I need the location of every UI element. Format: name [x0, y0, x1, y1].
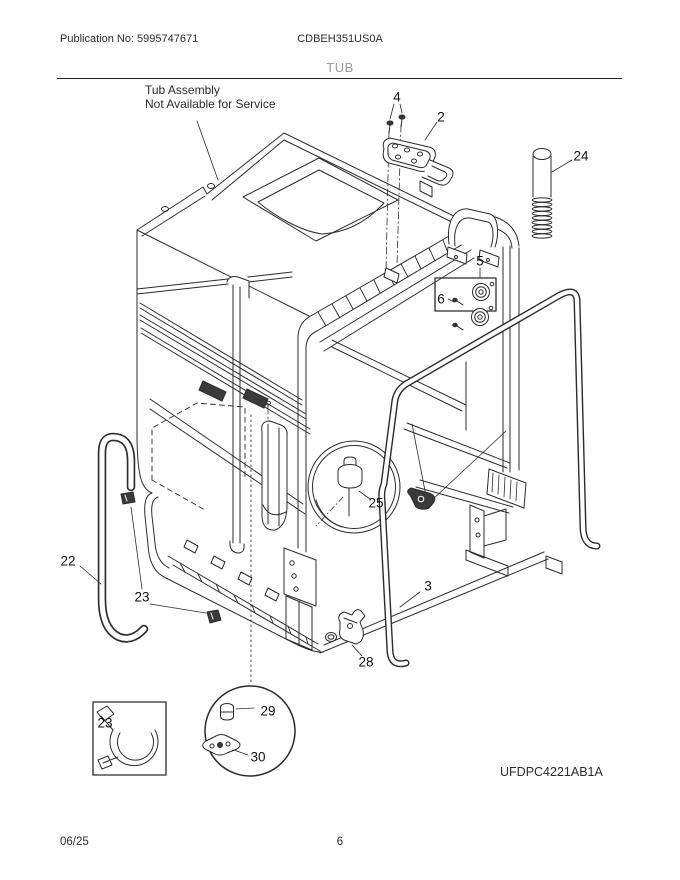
roller-wheel-upper [472, 281, 495, 301]
hose-clamp-lower [149, 603, 222, 624]
callout-22: 22 [60, 553, 76, 569]
tub-roof [136, 132, 467, 317]
model-number: CDBEH351US0A [297, 33, 383, 45]
front-strap [226, 276, 250, 554]
threaded-fill-tube [531, 148, 573, 239]
callout-5: 5 [476, 253, 484, 269]
cap-item-29 [220, 703, 255, 721]
screw-construction-lines [385, 124, 402, 271]
dashed-cutout-outline [151, 402, 246, 511]
roller-detail-box [434, 267, 497, 331]
bracket-item-30 [202, 734, 249, 756]
clamp-detail-box [92, 701, 167, 776]
detail-circle [202, 685, 296, 777]
section-title: TUB [326, 60, 354, 75]
callout-25: 25 [368, 495, 384, 511]
tub-left-panel [136, 229, 311, 515]
hose-clamp-upper [120, 491, 143, 590]
diagram-code: UFDPC4221AB1A [500, 765, 603, 779]
service-note: Tub Assembly Not Available for Service [145, 83, 276, 111]
callout-4: 4 [393, 89, 401, 105]
vent-assembly [261, 400, 288, 531]
header-divider [57, 78, 622, 79]
callout-29: 29 [260, 703, 276, 719]
junction-box [325, 609, 366, 657]
clamp-drawing [96, 705, 159, 770]
service-note-line2: Not Available for Service [145, 96, 276, 111]
service-note-line1: Tub Assembly [145, 83, 220, 97]
callout-23: 23 [97, 715, 113, 731]
callout-6: 6 [437, 291, 445, 307]
sump-assembly [307, 440, 436, 534]
front-top-rail [297, 180, 475, 553]
callout-23: 23 [134, 589, 150, 605]
footer-date: 06/25 [60, 836, 89, 848]
callout-30: 30 [250, 749, 266, 765]
hinge-strap [446, 208, 500, 268]
side-frame-tube [378, 288, 601, 668]
tub-base-frame [144, 468, 563, 654]
callout-24: 24 [573, 148, 589, 164]
callout-28: 28 [358, 654, 374, 670]
overfill-float [315, 456, 371, 527]
callout-3: 3 [424, 578, 432, 594]
drain-hose [79, 432, 149, 643]
roller-screws [452, 297, 464, 331]
callout-2: 2 [437, 109, 445, 125]
footer-page-number: 6 [336, 836, 344, 848]
publication-number: Publication No: 5995747671 [60, 33, 199, 45]
mounting-screws [386, 103, 406, 134]
tub-interior [331, 339, 514, 514]
roller-wheel-lower [471, 305, 494, 326]
door-hinge-bracket [382, 121, 454, 186]
note-leader-line [196, 120, 219, 181]
